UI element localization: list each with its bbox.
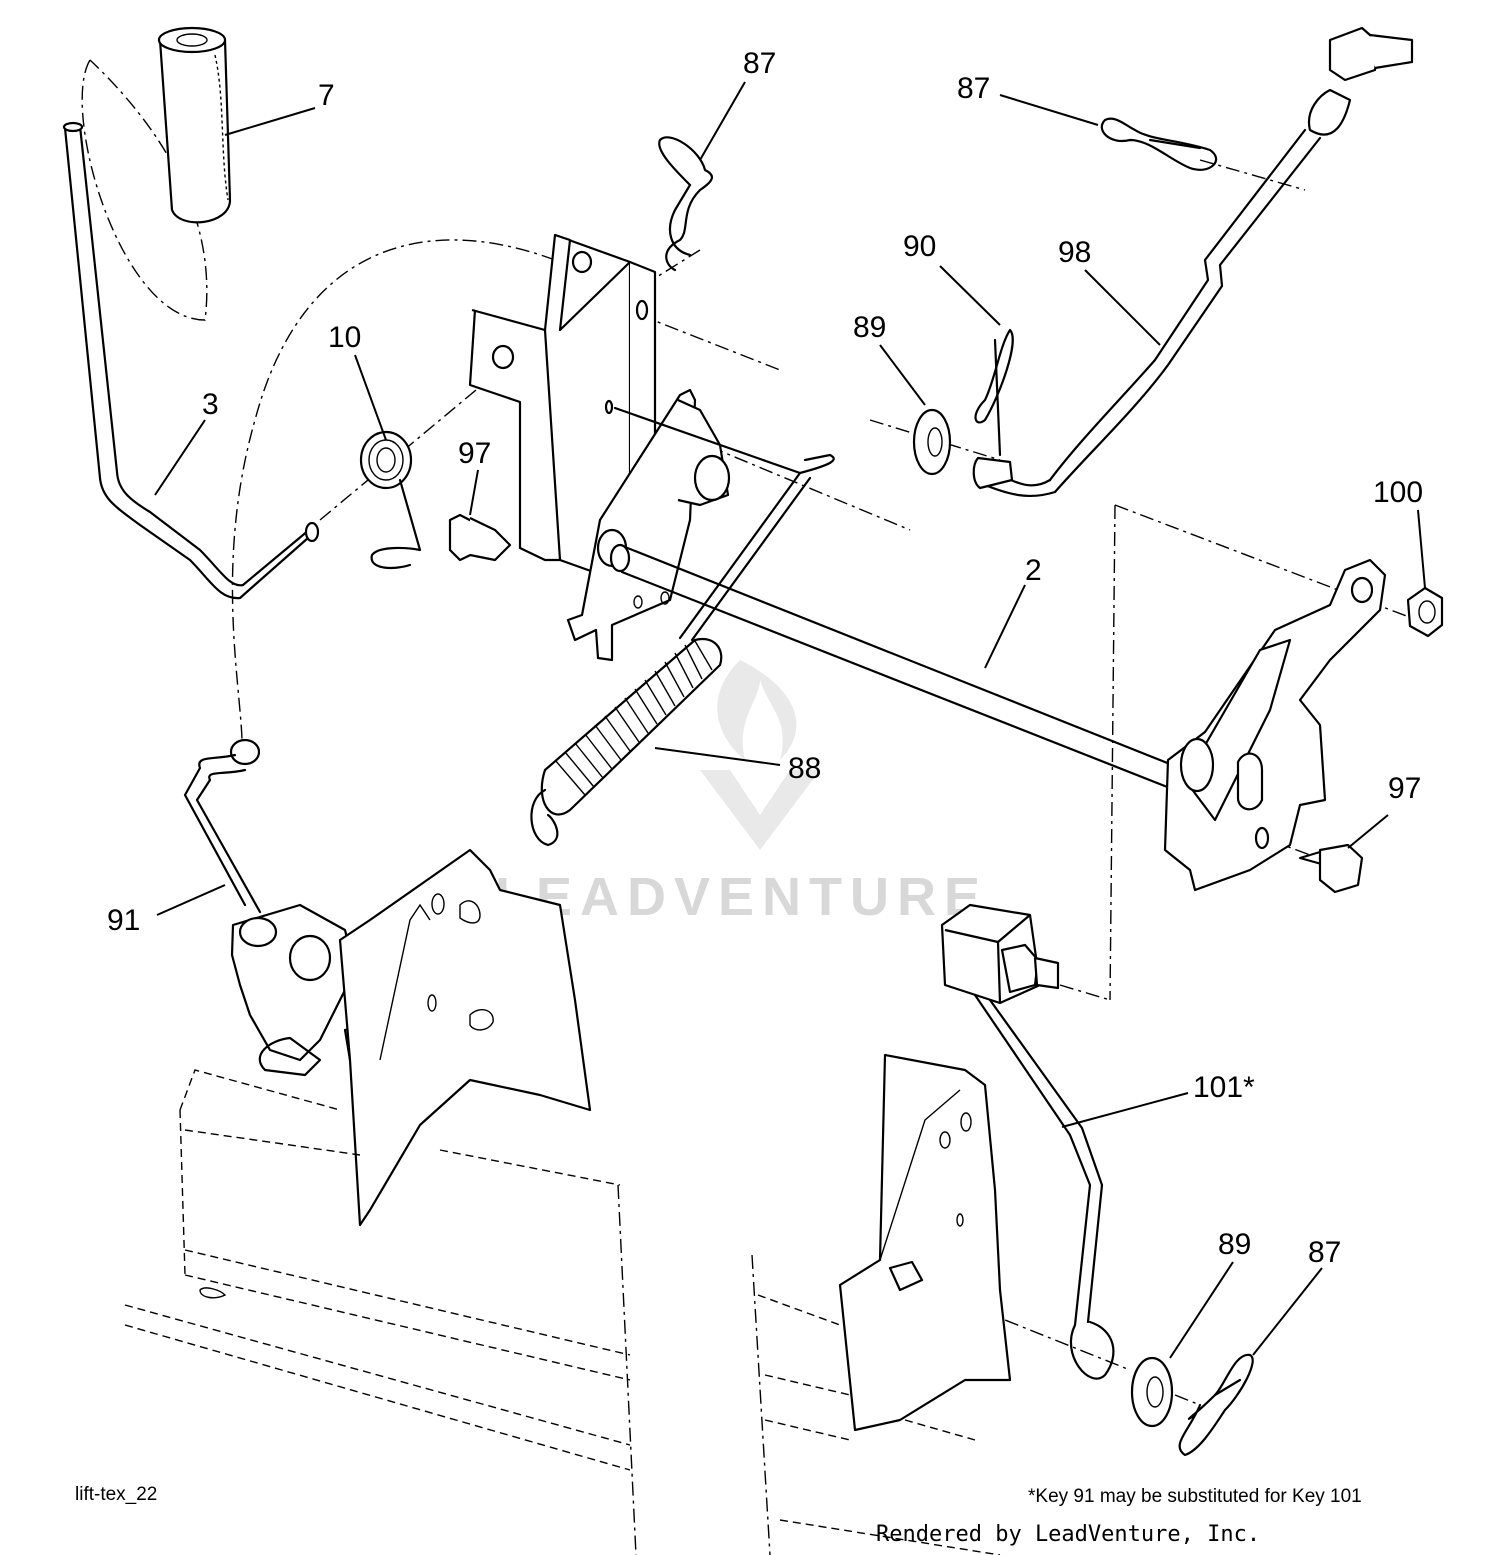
callout-87-upper-right: 87	[957, 72, 990, 105]
callout-87-lower: 87	[1308, 1236, 1341, 1269]
callout-97-right: 97	[1388, 772, 1421, 805]
part-97-bolt-right	[1298, 843, 1364, 894]
substitution-note: *Key 91 may be substituted for Key 101	[1028, 1486, 1362, 1507]
callout-10: 10	[328, 321, 361, 354]
right-deck-outline	[751, 1254, 1001, 1555]
part-3-lift-handle	[62, 121, 320, 600]
right-mount-plate	[838, 1053, 1012, 1432]
callout-90: 90	[903, 230, 936, 263]
lift-bracket	[468, 233, 657, 587]
image-id-label: lift-tex_22	[75, 1484, 158, 1505]
watermark-logo	[700, 660, 820, 850]
part-90-cotter-pin	[974, 328, 1014, 457]
callout-98: 98	[1058, 236, 1091, 269]
callout-3: 3	[202, 388, 219, 421]
callout-88: 88	[788, 752, 821, 785]
wire-hook	[613, 406, 835, 642]
callout-101: 101*	[1193, 1071, 1255, 1104]
left-mount-plate	[338, 848, 592, 1227]
part-89-washer-lower	[1130, 1356, 1174, 1428]
part-87-hitch-pin-right	[1100, 117, 1218, 171]
part-101-lift-link	[940, 903, 1115, 1380]
leader-lines	[154, 81, 1426, 1359]
callout-100: 100	[1373, 476, 1423, 509]
callout-7: 7	[318, 79, 335, 112]
part-7-grip	[157, 26, 232, 224]
part-97-bolt-left	[448, 513, 512, 562]
callout-91: 91	[107, 904, 140, 937]
right-lift-arm	[1163, 558, 1387, 892]
watermark-text: LEADVENTURE	[495, 867, 988, 927]
callout-97-left: 97	[458, 437, 491, 470]
part-87-hitch-pin-center	[658, 136, 713, 272]
part-89-washer-upper	[912, 408, 952, 476]
part-88-extension-spring	[530, 637, 723, 847]
part-87-hitch-pin-lower	[1178, 1353, 1254, 1457]
render-credit: Rendered by LeadVenture, Inc.	[876, 1522, 1261, 1547]
callout-89-upper: 89	[853, 311, 886, 344]
part-98-link-rod	[972, 26, 1414, 498]
callout-87-center: 87	[743, 47, 776, 80]
left-deck-outline	[124, 1069, 637, 1555]
callout-89-lower: 89	[1218, 1228, 1251, 1261]
part-10-spring	[359, 430, 422, 570]
callout-labels: 7 87 87 90 98 89 10 3 97 100 2 88 97 91 …	[107, 47, 1423, 1269]
part-100-nut	[1406, 586, 1444, 638]
callout-2: 2	[1025, 554, 1042, 587]
pivot-plate	[566, 388, 731, 662]
